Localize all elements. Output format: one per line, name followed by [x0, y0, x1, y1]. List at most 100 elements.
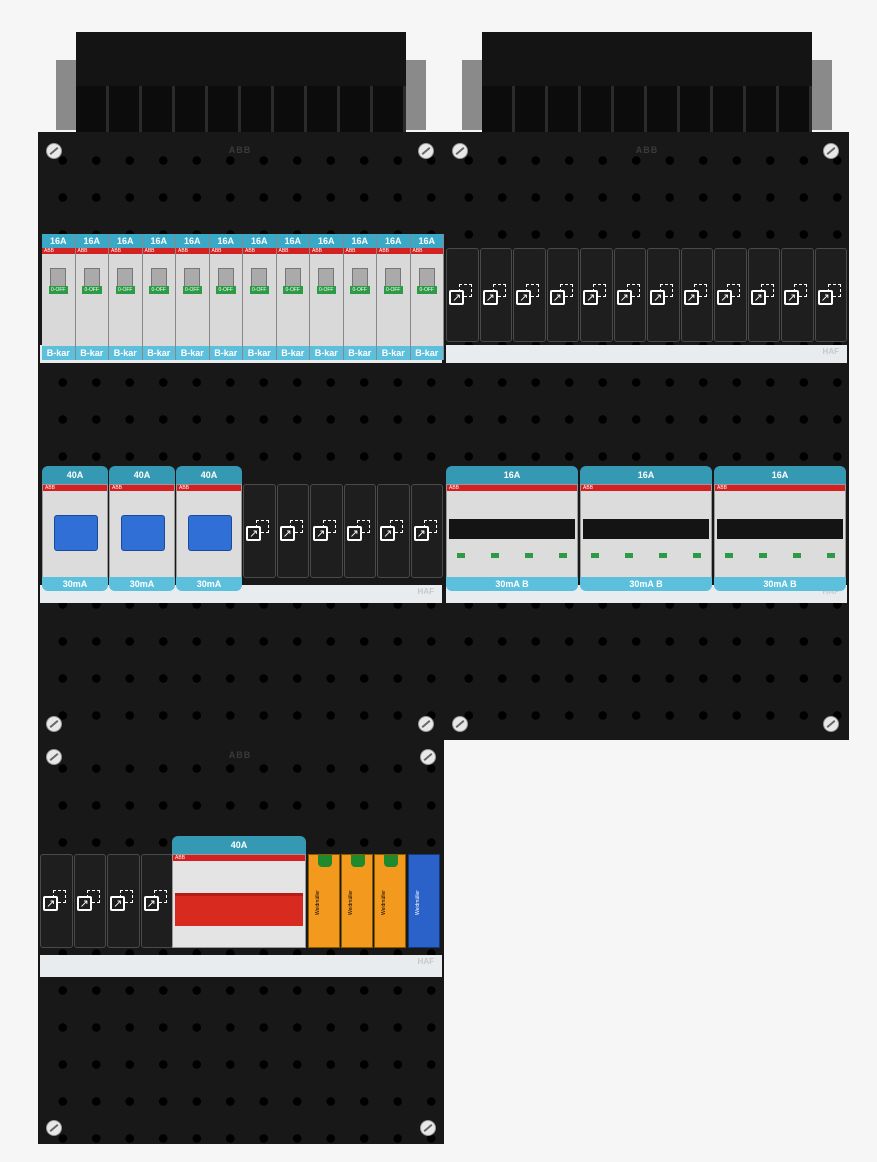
blank-cover[interactable]: ↗	[513, 248, 546, 342]
popout-icon[interactable]: ↗	[346, 520, 373, 542]
popout-icon[interactable]: ↗	[717, 284, 743, 306]
popout-icon[interactable]: ↗	[650, 284, 676, 306]
popout-icon[interactable]: ↗	[143, 890, 170, 912]
rcbo-rating-label: 16A	[580, 466, 712, 484]
rcd-lever[interactable]	[188, 515, 232, 551]
curve-label: B-kar	[176, 346, 209, 360]
rcd-switch[interactable]: ABB	[109, 484, 175, 578]
current-rating-label: 16A	[310, 234, 343, 248]
blank-cover[interactable]: ↗	[276, 484, 309, 578]
popout-icon[interactable]: ↗	[482, 284, 509, 306]
current-rating-label: 16A	[209, 234, 242, 248]
blank-cover[interactable]: ↗	[140, 854, 173, 948]
curve-label: B-kar	[276, 346, 309, 360]
screw-icon	[46, 143, 62, 159]
screw-icon	[420, 749, 436, 765]
popout-icon[interactable]: ↗	[683, 284, 710, 306]
rcd-switch[interactable]: ABB	[42, 484, 108, 578]
rcd-sensitivity-label: 30mA	[42, 577, 108, 591]
blank-cover[interactable]: ↗	[714, 248, 747, 342]
blank-cover[interactable]: ↗	[680, 248, 713, 342]
curve-label: B-kar	[142, 346, 175, 360]
blank-cover[interactable]: ↗	[546, 248, 579, 342]
blank-cover[interactable]: ↗	[310, 484, 343, 578]
blank-cover[interactable]: ↗	[479, 248, 512, 342]
popout-icon[interactable]: ↗	[279, 520, 306, 542]
blank-cover[interactable]: ↗	[647, 248, 680, 342]
blank-cover[interactable]: ↗	[781, 248, 814, 342]
curve-label: B-kar	[209, 346, 242, 360]
screw-icon	[823, 143, 839, 159]
popout-icon[interactable]: ↗	[413, 520, 440, 542]
blank-cover[interactable]: ↗	[613, 248, 646, 342]
popout-icon[interactable]: ↗	[449, 284, 475, 306]
main-switch[interactable]: ABB	[172, 854, 306, 948]
rcd-rating-label: 40A	[42, 466, 108, 484]
rcbo-switch[interactable]: ABB	[580, 484, 712, 578]
rcd-lever[interactable]	[54, 515, 98, 551]
panel-logo: ABB	[635, 145, 659, 155]
blank-cover[interactable]: ↗	[747, 248, 780, 342]
popout-icon[interactable]: ↗	[246, 520, 272, 542]
rcbo-lever-bar[interactable]	[717, 519, 843, 539]
blank-cover[interactable]: ↗	[243, 484, 276, 578]
rcd-switch[interactable]: ABB	[176, 484, 242, 578]
rcd-lever[interactable]	[121, 515, 165, 551]
blank-row: ↗ ↗ ↗ ↗ ↗ ↗	[243, 484, 444, 578]
blank-cover[interactable]: ↗	[377, 484, 410, 578]
rcd-sensitivity-label: 30mA	[109, 577, 175, 591]
screw-icon	[418, 143, 434, 159]
blank-cover[interactable]: ↗	[343, 484, 376, 578]
surge-protector: Weidmüller	[374, 854, 406, 948]
popout-icon[interactable]: ↗	[43, 890, 69, 912]
blank-cover[interactable]: ↗	[814, 248, 847, 342]
rcbo-sensitivity-label: 30mA B	[580, 577, 712, 591]
popout-icon[interactable]: ↗	[516, 284, 542, 306]
main-switch-handle[interactable]	[175, 893, 303, 926]
screw-icon	[46, 1120, 62, 1136]
screw-icon	[452, 143, 468, 159]
blank-cover[interactable]: ↗	[446, 248, 479, 342]
popout-icon[interactable]: ↗	[616, 284, 643, 306]
popout-icon[interactable]: ↗	[313, 520, 339, 542]
blank-cover[interactable]: ↗	[40, 854, 73, 948]
blank-cover[interactable]: ↗	[410, 484, 443, 578]
blank-row: ↗ ↗ ↗ ↗	[40, 854, 174, 948]
blank-cover[interactable]: ↗	[580, 248, 613, 342]
rcbo-switch[interactable]: ABB	[446, 484, 578, 578]
panel-upper-right	[444, 132, 849, 740]
current-rating-label: 16A	[176, 234, 209, 248]
rcbo-sensitivity-label: 30mA B	[714, 577, 846, 591]
blank-cover[interactable]: ↗	[107, 854, 140, 948]
rcbo-lever-bar[interactable]	[449, 519, 575, 539]
top-cover-right	[482, 32, 812, 132]
rcbo-lever-bar[interactable]	[583, 519, 709, 539]
popout-icon[interactable]: ↗	[817, 284, 844, 306]
popout-icon[interactable]: ↗	[784, 284, 810, 306]
blank-cover[interactable]: ↗	[73, 854, 106, 948]
top-cover-left	[76, 32, 406, 132]
popout-icon[interactable]: ↗	[76, 890, 103, 912]
curve-label: B-kar	[310, 346, 343, 360]
popout-icon[interactable]: ↗	[380, 520, 406, 542]
popout-icon[interactable]: ↗	[110, 890, 136, 912]
popout-icon[interactable]: ↗	[549, 284, 576, 306]
rcd-rating-label: 40A	[176, 466, 242, 484]
popout-icon[interactable]: ↗	[750, 284, 777, 306]
popout-icon[interactable]: ↗	[583, 284, 609, 306]
rcbo-switch[interactable]: ABB	[714, 484, 846, 578]
din-rail-label-strip: HAF	[446, 345, 847, 363]
current-rating-label: 16A	[377, 234, 410, 248]
